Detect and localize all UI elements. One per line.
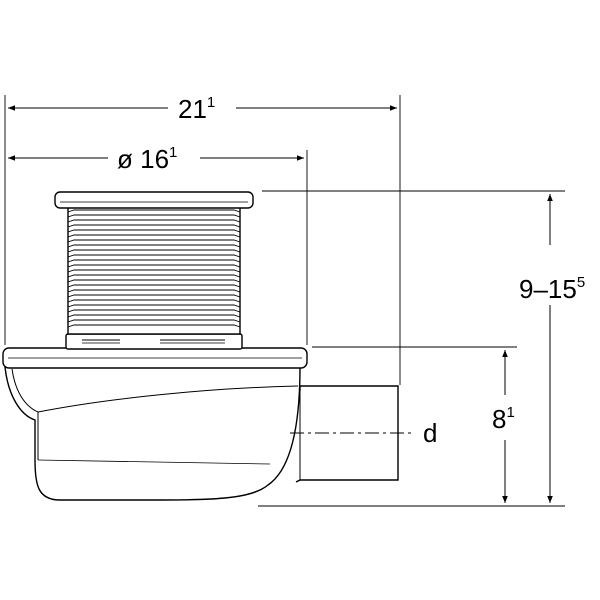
- diameter-label: ø 161: [117, 144, 177, 174]
- outlet-height-label: 81: [492, 404, 515, 434]
- riser-rib: [67, 269, 241, 273]
- riser-rib: [67, 254, 241, 258]
- riser-rib: [67, 284, 241, 288]
- riser-rib: [67, 259, 241, 263]
- riser-rib: [67, 224, 241, 228]
- extension-lines: [4, 95, 565, 507]
- top-grate: [54, 191, 254, 209]
- riser-rib: [67, 249, 241, 253]
- riser-rib: [67, 229, 241, 233]
- trap-bowl: [4, 366, 301, 501]
- riser-rib: [67, 214, 241, 218]
- riser-rib: [67, 304, 241, 308]
- riser-rib: [67, 239, 241, 243]
- riser-rib: [67, 244, 241, 248]
- riser-rib: [67, 234, 241, 238]
- overall-width-label: 211: [178, 94, 215, 124]
- riser-rib: [67, 274, 241, 278]
- riser-rib: [67, 319, 241, 323]
- riser-rib: [67, 279, 241, 283]
- clamp-ring: [65, 333, 243, 350]
- height-range-label: 9–155: [519, 274, 585, 304]
- riser-rib: [67, 289, 241, 293]
- riser-rib: [67, 309, 241, 313]
- riser-rib: [67, 219, 241, 223]
- dimension-lines: [8, 105, 553, 503]
- riser-rib: [67, 324, 241, 328]
- drain-body: [2, 191, 399, 501]
- outlet-diameter-label: d: [423, 418, 437, 448]
- riser-rib: [67, 314, 241, 318]
- riser-rib: [67, 209, 241, 213]
- riser-rib: [67, 294, 241, 298]
- riser-rib: [67, 299, 241, 303]
- outlet-pipe: [295, 385, 399, 483]
- riser-rib: [67, 264, 241, 268]
